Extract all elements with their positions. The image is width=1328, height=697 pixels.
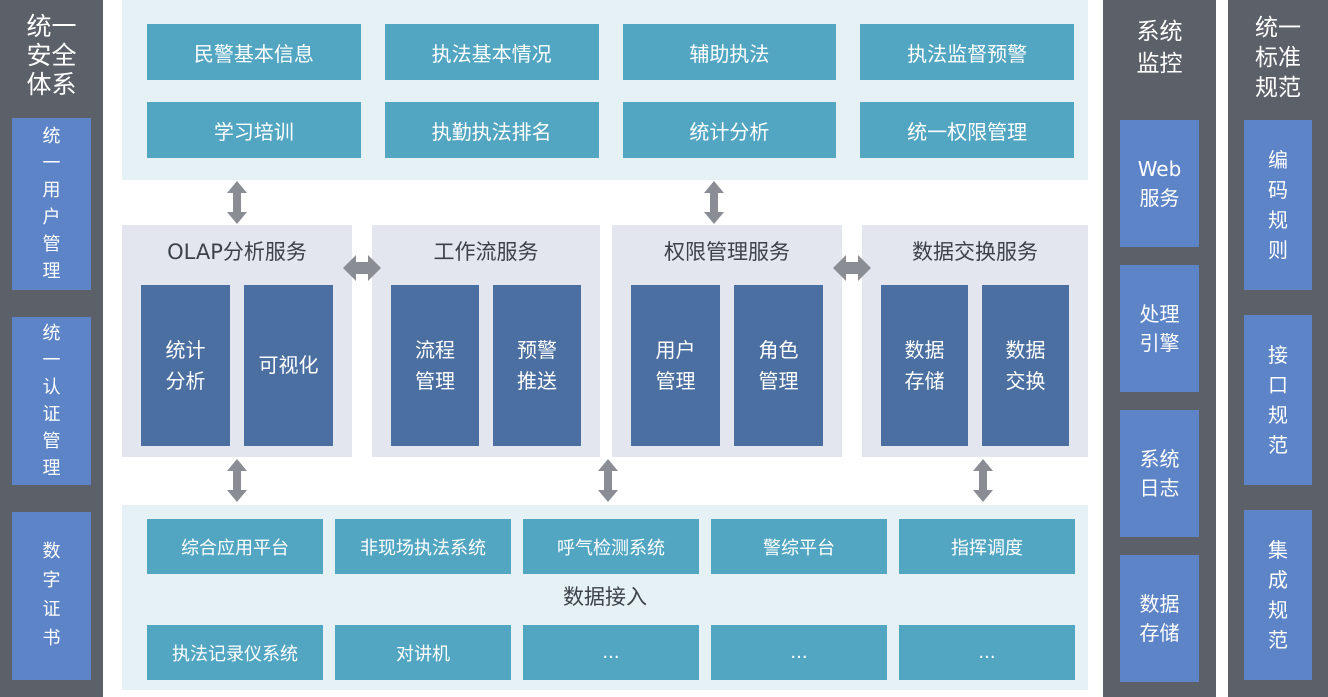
service-title-workflow: 工作流服务 — [433, 240, 539, 264]
source-box-offsite-enforcement: 非现场执法系统 — [335, 519, 511, 574]
service-box-warning-push: 预警 推送 — [493, 285, 581, 446]
source-box-ellipsis-3: ... — [899, 625, 1075, 680]
service-layer: OLAP分析服务 统计 分析 可视化 工作流服务 流程 管理 预警 推送 权限管… — [122, 225, 1088, 457]
service-box-visualization: 可视化 — [244, 285, 333, 446]
app-box-statistic-analysis: 统计分析 — [622, 102, 837, 158]
source-box-intercom: 对讲机 — [335, 625, 511, 680]
service-panel-data-exchange: 数据交换服务 数据 存储 数据 交换 — [862, 225, 1088, 457]
source-box-ellipsis-2: ... — [711, 625, 887, 680]
app-box-police-basic-info: 民警基本信息 — [147, 24, 361, 80]
monitor-item-data-storage: 数据 存储 — [1120, 555, 1199, 682]
double-arrow-vertical-icon — [598, 459, 618, 502]
app-box-duty-ranking: 执勤执法排名 — [384, 102, 599, 158]
source-box-comprehensive-platform: 综合应用平台 — [147, 519, 323, 574]
double-arrow-vertical-icon — [227, 181, 247, 224]
service-box-process-management: 流程 管理 — [391, 285, 479, 446]
service-box-user-management: 用户 管理 — [631, 285, 720, 446]
data-access-panel: 综合应用平台 非现场执法系统 呼气检测系统 警综平台 指挥调度 数据接入 执法记… — [122, 505, 1088, 690]
service-box-data-exchange: 数据 交换 — [982, 285, 1069, 446]
unified-standard-column: 统一 标准 规范 编 码 规 则 接 口 规 范 集 成 规 范 — [1228, 0, 1328, 697]
source-box-ellipsis-1: ... — [523, 625, 699, 680]
source-box-police-platform: 警综平台 — [711, 519, 887, 574]
source-box-body-camera-system: 执法记录仪系统 — [147, 625, 323, 680]
double-arrow-vertical-icon — [704, 181, 724, 224]
system-monitor-column: 系统 监控 Web 服务 处理 引擎 系统 日志 数据 存储 — [1103, 0, 1216, 697]
standard-column-title: 统一 标准 规范 — [1255, 15, 1301, 101]
application-layer-panel: 民警基本信息 执法基本情况 辅助执法 执法监督预警 学习培训 执勤执法排名 统计… — [122, 0, 1088, 180]
source-box-command-dispatch: 指挥调度 — [899, 519, 1075, 574]
app-box-supervision-warning: 执法监督预警 — [860, 24, 1074, 80]
double-arrow-horizontal-icon — [833, 253, 871, 283]
monitor-item-system-log: 系统 日志 — [1120, 410, 1199, 537]
data-access-label: 数据接入 — [563, 585, 647, 609]
monitor-item-processing-engine: 处理 引擎 — [1120, 265, 1199, 392]
app-box-assisted-enforcement: 辅助执法 — [622, 24, 837, 80]
security-item-unified-user-management: 统 一 用 户 管 理 — [12, 118, 91, 290]
security-item-digital-certificate: 数 字 证 书 — [12, 512, 91, 680]
double-arrow-vertical-icon — [973, 459, 993, 502]
service-box-data-storage: 数据 存储 — [881, 285, 968, 446]
service-title-permission: 权限管理服务 — [664, 240, 790, 264]
service-panel-workflow: 工作流服务 流程 管理 预警 推送 — [372, 225, 600, 457]
service-title-data-exchange: 数据交换服务 — [912, 240, 1038, 264]
service-box-role-management: 角色 管理 — [734, 285, 823, 446]
security-column-title: 统一 安全 体系 — [26, 12, 77, 99]
monitor-item-web-service: Web 服务 — [1120, 120, 1199, 247]
unified-security-column: 统一 安全 体系 统 一 用 户 管 理 统 一 认 证 管 理 数 字 证 书 — [0, 0, 103, 697]
service-panel-olap: OLAP分析服务 统计 分析 可视化 — [122, 225, 352, 457]
app-box-study-training: 学习培训 — [147, 102, 361, 158]
service-title-olap: OLAP分析服务 — [167, 240, 307, 264]
standard-item-coding-rules: 编 码 规 则 — [1244, 120, 1312, 290]
double-arrow-vertical-icon — [227, 459, 247, 502]
standard-item-interface-spec: 接 口 规 范 — [1244, 315, 1312, 485]
double-arrow-horizontal-icon — [343, 253, 381, 283]
service-box-statistic-analysis: 统计 分析 — [141, 285, 230, 446]
monitor-column-title: 系统 监控 — [1136, 19, 1183, 78]
source-box-breath-test-system: 呼气检测系统 — [523, 519, 699, 574]
standard-item-integration-spec: 集 成 规 范 — [1244, 510, 1312, 680]
app-box-law-enforcement-basic: 执法基本情况 — [384, 24, 599, 80]
security-item-unified-auth-management: 统 一 认 证 管 理 — [12, 317, 91, 485]
service-panel-permission: 权限管理服务 用户 管理 角色 管理 — [612, 225, 842, 457]
app-box-unified-permission: 统一权限管理 — [860, 102, 1074, 158]
